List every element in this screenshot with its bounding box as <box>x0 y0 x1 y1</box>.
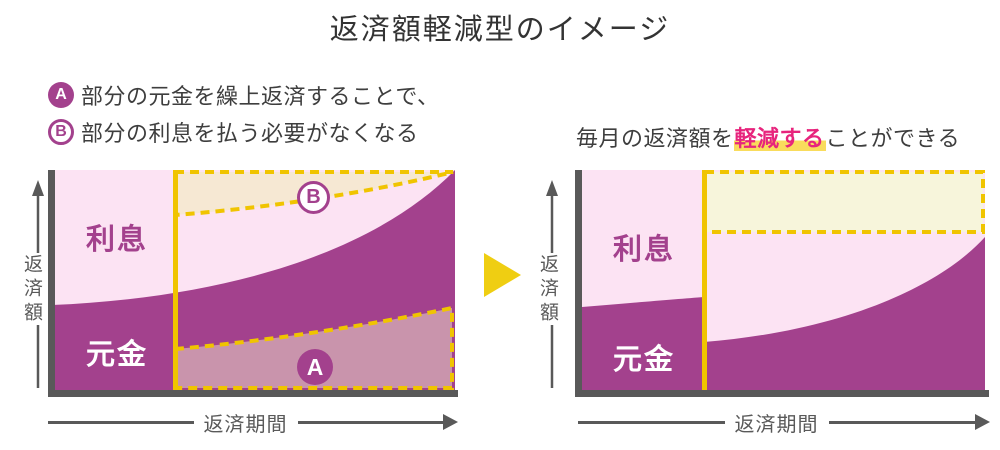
right-x-axis-arrow-icon <box>975 414 990 430</box>
region-a-area <box>173 305 454 390</box>
right-x-axis-line-end <box>828 420 975 424</box>
right-x-axis: 返済期間 <box>578 407 990 437</box>
between-charts-arrow-icon <box>484 253 521 297</box>
right-principal-label: 元金 <box>612 344 675 376</box>
badge-b-caption: B <box>48 119 74 145</box>
left-interest-label: 利息 <box>85 224 148 256</box>
left-x-axis-arrow-icon <box>443 414 458 430</box>
left-chart-figure <box>32 170 458 397</box>
left-x-axis-line-start <box>48 420 194 424</box>
caption-line-2: B 部分の利息を払う必要がなくなる <box>48 117 439 147</box>
region-a-badge: A <box>297 349 333 385</box>
left-principal-label: 元金 <box>85 339 148 371</box>
left-x-axis-spine <box>48 390 458 397</box>
caption-line-1-text: 部分の元金を繰上返済することで、 <box>81 84 440 109</box>
caption-line-1: A 部分の元金を繰上返済することで、 <box>48 80 439 110</box>
right-y-axis-label: 返済額 <box>537 254 558 326</box>
right-x-axis-label: 返済期間 <box>734 413 819 436</box>
caption-right-post: ことができる <box>825 126 961 151</box>
caption-right-pre: 毎月の返済額を <box>576 126 734 151</box>
caption-right-highlight: 軽減する <box>733 126 826 151</box>
left-x-axis: 返済期間 <box>48 407 458 437</box>
right-x-axis-spine <box>575 390 989 397</box>
caption-left: A 部分の元金を繰上返済することで、 B 部分の利息を払う必要がなくなる <box>48 80 439 154</box>
right-x-axis-line-start <box>578 420 725 424</box>
left-x-axis-line-end <box>297 420 443 424</box>
right-principal-area <box>582 237 985 390</box>
page-title: 返済額軽減型のイメージ <box>329 14 671 46</box>
left-y-axis-spine <box>48 170 55 397</box>
caption-line-2-text: 部分の利息を払う必要がなくなる <box>81 121 419 146</box>
right-y-axis-spine <box>575 170 582 397</box>
right-chart-figure <box>546 170 989 397</box>
region-b-badge: B <box>297 181 330 214</box>
badge-a-caption: A <box>48 82 74 108</box>
left-y-axis-label: 返済額 <box>21 254 42 326</box>
right-interest-label: 利息 <box>612 234 675 266</box>
caption-right: 毎月の返済額を軽減することができる <box>576 121 960 153</box>
right-y-axis-arrow-icon <box>546 180 558 196</box>
left-x-axis-label: 返済期間 <box>203 413 288 436</box>
left-y-axis-arrow-icon <box>32 180 44 196</box>
reduced-payment-area <box>703 170 985 234</box>
